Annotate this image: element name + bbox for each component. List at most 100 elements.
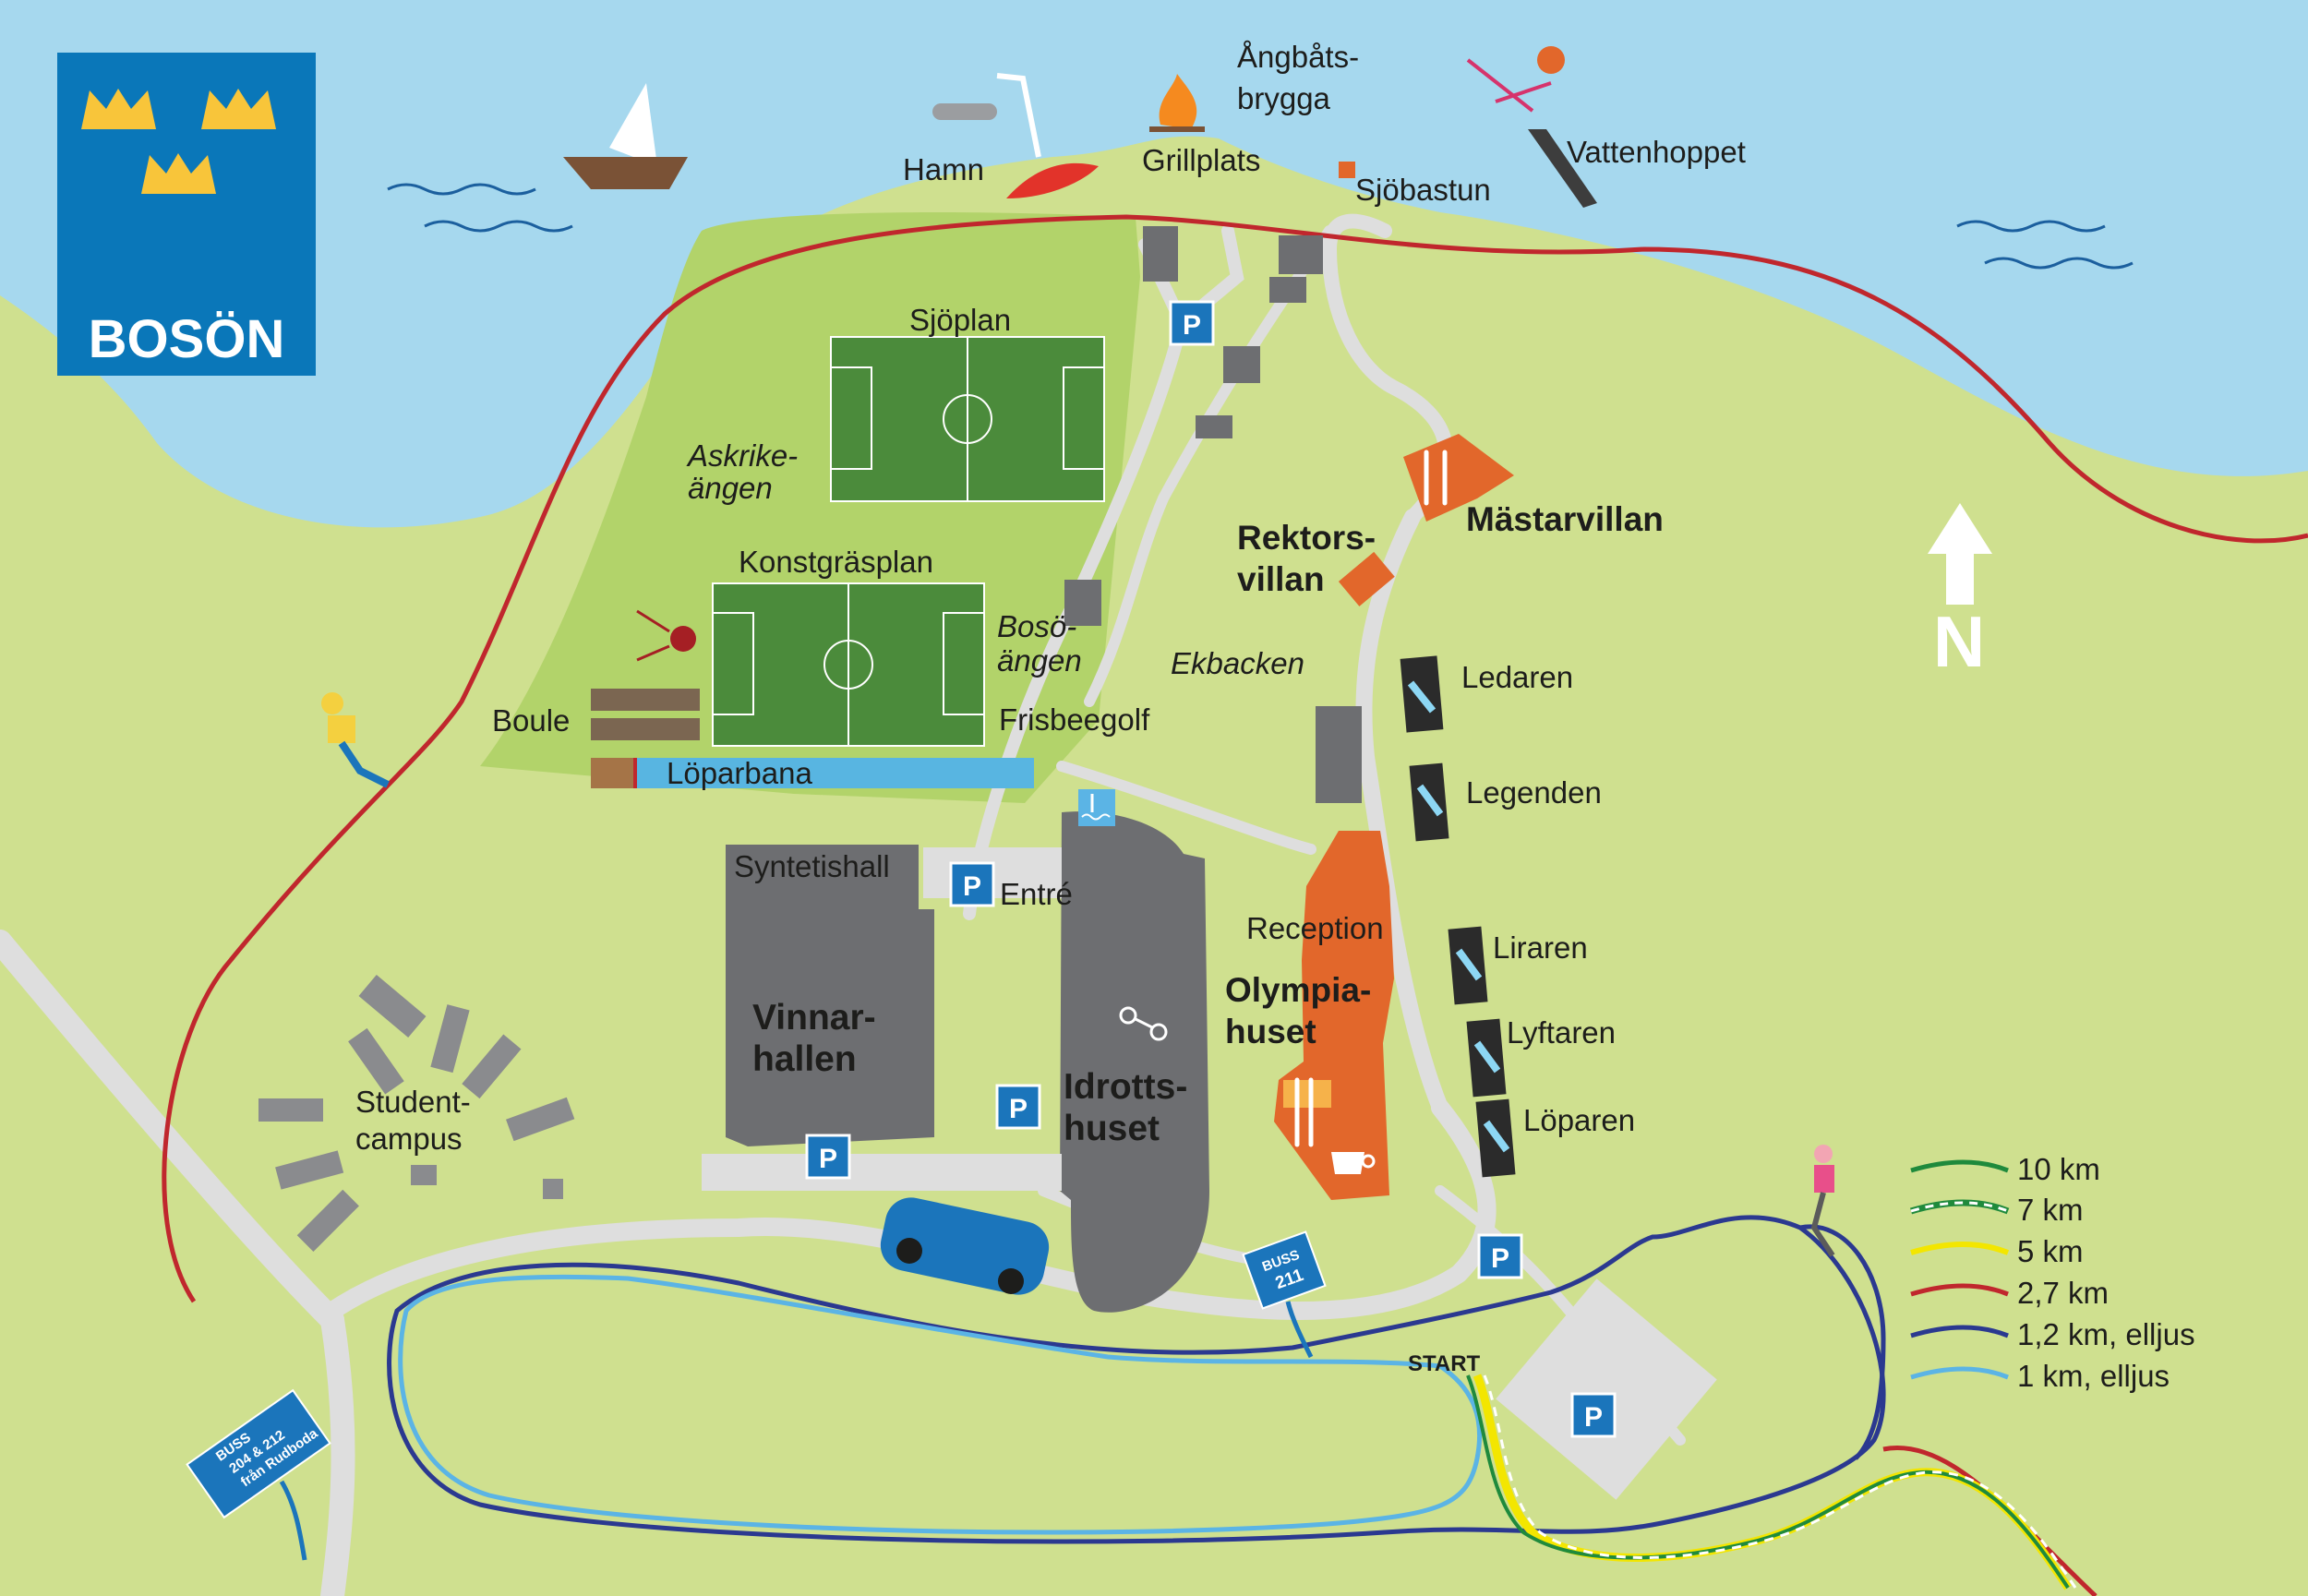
bed-sign-liraren xyxy=(1448,926,1488,1005)
sjobastun-building xyxy=(1339,162,1355,178)
label-campus: campus xyxy=(355,1122,463,1156)
label-vattenhoppet: Vattenhoppet xyxy=(1567,135,1746,169)
label-brygga: brygga xyxy=(1237,81,1331,115)
label-olympia-huset: huset xyxy=(1225,1013,1316,1050)
label-idrotts-huset: huset xyxy=(1064,1109,1160,1148)
trail-2-7km xyxy=(162,214,2308,1303)
bed-sign-ledaren xyxy=(1400,655,1444,733)
label-boso-angen: ängen xyxy=(997,643,1082,678)
label-entre: Entré xyxy=(1000,877,1073,911)
legend-line-7km xyxy=(1910,1201,2009,1213)
label-loparbana: Löparbana xyxy=(667,756,812,790)
legend-label-1km: 1 km, elljus xyxy=(2017,1359,2170,1393)
sailboat-icon xyxy=(563,83,688,189)
legend-label-7km: 7 km xyxy=(2017,1193,2084,1227)
bed-sign-lyftaren xyxy=(1466,1018,1507,1098)
logo-text: BOSÖN xyxy=(89,309,285,369)
label-vinnar-hallen: hallen xyxy=(752,1039,857,1079)
bosoen-logo: BOSÖN xyxy=(57,53,316,376)
trail-10km xyxy=(1466,1374,2070,1590)
running-track-start xyxy=(591,758,635,788)
konstgrasplan-pitch xyxy=(712,582,985,747)
legend-line-1-2km xyxy=(1910,1325,2009,1338)
label-sjoplan: Sjöplan xyxy=(909,303,1011,337)
svg-text:P: P xyxy=(1491,1243,1509,1274)
label-boule: Boule xyxy=(492,703,570,738)
label-ekbacken: Ekbacken xyxy=(1171,646,1304,680)
label-askrike: Askrike- xyxy=(686,438,798,473)
parking-signs xyxy=(805,300,1617,1438)
crown-icon xyxy=(141,153,216,194)
bed-sign-loparen xyxy=(1475,1098,1516,1178)
label-idrotts: Idrotts- xyxy=(1064,1067,1187,1107)
svg-text:P: P xyxy=(1584,1402,1603,1433)
svg-text:P: P xyxy=(1009,1094,1028,1124)
bus-stop-211-sign: BUSS 211 xyxy=(1242,1230,1327,1359)
sjoplan-pitch xyxy=(830,336,1105,502)
label-boso: Bosö- xyxy=(997,609,1076,643)
mastarvillan-building xyxy=(1403,434,1514,522)
parking-letters: P P P P P P xyxy=(819,310,1603,1433)
trail-1km xyxy=(398,1274,1483,1535)
runner-icon-west xyxy=(321,692,390,788)
svg-text:N: N xyxy=(1933,601,1985,682)
label-grillplats: Grillplats xyxy=(1142,143,1260,177)
ski-jumper-icon xyxy=(1466,46,1597,208)
buildings xyxy=(1064,226,1362,803)
parking-lot-start xyxy=(1496,1278,1717,1500)
label-student: Student- xyxy=(355,1085,471,1119)
label-start: START xyxy=(1408,1351,1481,1376)
boule-court-1 xyxy=(591,689,700,711)
student-campus-buildings xyxy=(258,975,575,1252)
rektorsvillan-building xyxy=(1338,551,1395,606)
bus-icon xyxy=(880,1197,1050,1295)
label-ledaren: Ledaren xyxy=(1461,660,1573,694)
weights-icon xyxy=(1119,1006,1168,1041)
legend-line-2-7km xyxy=(1910,1283,2009,1297)
rowboat-icon xyxy=(932,73,1041,158)
label-frisbeegolf: Frisbeegolf xyxy=(999,702,1150,737)
label-mastarvillan: Mästarvillan xyxy=(1466,500,1664,538)
label-loparen: Löparen xyxy=(1523,1103,1635,1137)
label-angbats: Ångbåts- xyxy=(1237,40,1359,74)
legend-label-5km: 5 km xyxy=(2017,1234,2084,1268)
legend-line-10km xyxy=(1910,1159,2009,1173)
waves xyxy=(387,183,2134,270)
label-lyftaren: Lyftaren xyxy=(1507,1015,1616,1050)
runner-icon-east xyxy=(1810,1145,1835,1257)
label-angen: ängen xyxy=(688,471,773,505)
trail-legend: 10 km 7 km 5 km 2,7 km 1,2 km, elljus 1 … xyxy=(1909,1152,2195,1393)
label-liraren: Liraren xyxy=(1493,930,1588,965)
label-reception: Reception xyxy=(1246,911,1384,945)
parking-lot-halls xyxy=(702,1154,1062,1191)
bed-sign-legenden xyxy=(1409,762,1449,842)
idrottshuset-building xyxy=(1060,811,1209,1313)
kayak-icon xyxy=(1006,162,1099,198)
frisbee-icon xyxy=(636,609,696,662)
crown-icon xyxy=(201,89,276,129)
label-vinnar: Vinnar- xyxy=(752,998,876,1038)
trail-1-2km-east xyxy=(1799,1224,1886,1460)
restaurant-icon-olympiahuset xyxy=(1283,1077,1331,1147)
restaurant-icon-mastarvillan xyxy=(1424,450,1448,506)
svg-text:P: P xyxy=(819,1144,837,1174)
svg-text:P: P xyxy=(963,871,981,902)
labels: Ångbåts- brygga Hamn Grillplats Sjöbastu… xyxy=(355,40,1746,1376)
legend-label-10km: 10 km xyxy=(2017,1152,2100,1186)
vinnarhallen-building xyxy=(726,845,934,1146)
label-rektors: Rektors- xyxy=(1237,519,1376,557)
swim-icon xyxy=(1078,789,1115,826)
label-villan: villan xyxy=(1237,560,1325,598)
label-legenden: Legenden xyxy=(1466,775,1602,810)
north-arrow: N xyxy=(1928,503,1992,682)
legend-line-5km xyxy=(1910,1242,2010,1255)
boule-court-2 xyxy=(591,718,700,740)
trail-1-2km xyxy=(387,1215,1886,1544)
running-track xyxy=(591,758,1034,788)
legend-line-1km xyxy=(1910,1366,2009,1380)
label-konstgrasplan: Konstgräsplan xyxy=(739,545,933,579)
campfire-icon xyxy=(1149,74,1205,132)
label-olympia: Olympia- xyxy=(1225,971,1371,1009)
trail-7km xyxy=(1483,1374,2077,1589)
